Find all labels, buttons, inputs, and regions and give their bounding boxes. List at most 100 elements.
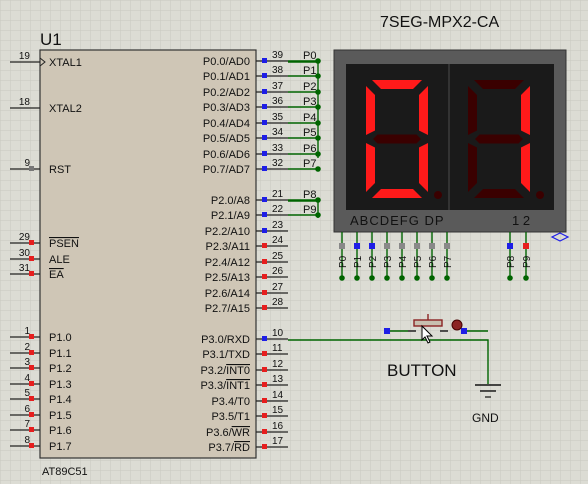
button-pin-right <box>461 328 467 334</box>
pin-name: P1.1 <box>49 348 72 360</box>
pin-marker <box>29 166 34 171</box>
left-pin-8[interactable]: 8P1.7 <box>10 435 72 453</box>
pin-number: 14 <box>272 390 284 401</box>
pin-number: 3 <box>24 357 30 368</box>
pin-name: P1.0 <box>49 332 72 344</box>
chip-body[interactable] <box>39 49 257 459</box>
left-pin-7[interactable]: 7P1.6 <box>10 419 72 437</box>
pin-marker <box>262 259 267 264</box>
pin-number: 9 <box>24 158 30 169</box>
pin-name: P1.5 <box>49 410 72 422</box>
pin-name: P0.5/AD5 <box>203 133 250 145</box>
clock-input-icon <box>39 57 46 67</box>
button-wire <box>288 339 489 384</box>
microcontroller-u1[interactable]: U1 AT89C51 19XTAL118XTAL29RST29PSEN30ALE… <box>10 30 288 478</box>
push-button[interactable]: BUTTON <box>384 314 467 380</box>
pin-name: P3.6/WR <box>206 427 250 439</box>
pin-name: P1.6 <box>49 425 72 437</box>
pin-number: 13 <box>272 374 284 385</box>
pin-marker <box>29 396 34 401</box>
display-pin-label: P7 <box>443 255 454 268</box>
button-actuator[interactable] <box>413 319 443 327</box>
pin-number: 16 <box>272 421 284 432</box>
display-pin-label: P8 <box>506 255 517 268</box>
left-pin-2[interactable]: 2P1.1 <box>10 342 72 360</box>
pin-name: RST <box>49 164 71 176</box>
segment-c <box>419 143 428 192</box>
left-pin-3[interactable]: 3P1.2 <box>10 357 72 375</box>
pin-number: 2 <box>24 342 30 353</box>
left-pin-6[interactable]: 6P1.5 <box>10 404 72 422</box>
pin-number: 18 <box>19 97 31 108</box>
pin-number: 30 <box>19 248 31 259</box>
left-pin-1[interactable]: 1P1.0 <box>10 326 72 344</box>
pin-name: P3.5/T1 <box>211 411 250 423</box>
pin-number: 12 <box>272 359 284 370</box>
pin-marker <box>262 120 267 125</box>
display-pin-p3[interactable]: P3 <box>383 232 394 281</box>
digit-1 <box>366 80 442 199</box>
left-pin-4[interactable]: 4P1.3 <box>10 373 72 391</box>
pin-name: PSEN <box>49 238 79 250</box>
ground-symbol: GND <box>472 384 501 425</box>
display-pin-p5[interactable]: P5 <box>413 232 424 281</box>
left-pin-5[interactable]: 5P1.4 <box>10 388 72 406</box>
display-pin-p6[interactable]: P6 <box>428 232 439 281</box>
pin-number: 11 <box>272 343 283 354</box>
display-pin-p7[interactable]: P7 <box>443 232 454 281</box>
display-pin-p0[interactable]: P0 <box>338 232 349 281</box>
segment-c <box>521 143 530 192</box>
pin-marker <box>262 89 267 94</box>
pin-name: P2.7/A15 <box>205 303 250 315</box>
pin-name: P1.7 <box>49 441 72 453</box>
pin-name: P1.4 <box>49 394 72 406</box>
net-label-p0: P0 <box>303 50 316 62</box>
display-pin-p4[interactable]: P4 <box>398 232 409 281</box>
display-pin-p2[interactable]: P2 <box>368 232 379 281</box>
pin-marker <box>507 243 513 249</box>
ground-label: GND <box>472 411 499 425</box>
pin-marker <box>262 151 267 156</box>
display-pin-p1[interactable]: P1 <box>353 232 364 281</box>
display-pin-p8[interactable]: P8 <box>506 232 517 281</box>
pin-number: 33 <box>272 143 284 154</box>
display-pin-p9[interactable]: P9 <box>522 232 533 281</box>
decimal-point <box>536 191 544 199</box>
pin-marker <box>262 336 267 341</box>
pin-marker <box>262 228 267 233</box>
pin-number: 21 <box>272 189 284 200</box>
pin-marker <box>262 398 267 403</box>
